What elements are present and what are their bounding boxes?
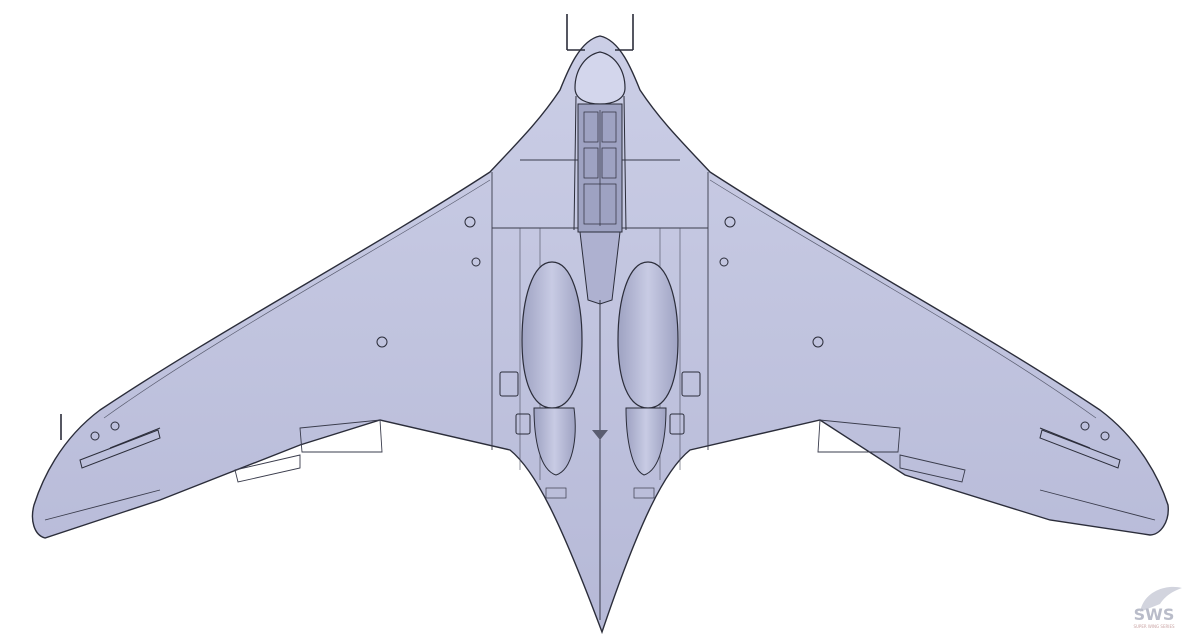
nose-gear-door: [579, 231, 621, 305]
wingtip-vents: [79, 421, 1121, 469]
right-leading-edge-line: [709, 179, 1097, 419]
control-surfaces: [44, 419, 1156, 521]
left-engine-pod: [521, 261, 583, 476]
tail-panels: [545, 487, 655, 499]
left-leading-edge-line: [103, 179, 491, 419]
sws-logo-text: SWS: [1134, 605, 1175, 624]
right-engine-pod: [617, 261, 679, 476]
center-section: [491, 159, 709, 450]
access-ports: [376, 216, 824, 435]
sws-logo-subtext: SUPER WING SERIES: [1133, 624, 1175, 629]
nose-probes: [60, 14, 634, 440]
sws-logo: SWS SUPER WING SERIES: [1133, 586, 1182, 629]
